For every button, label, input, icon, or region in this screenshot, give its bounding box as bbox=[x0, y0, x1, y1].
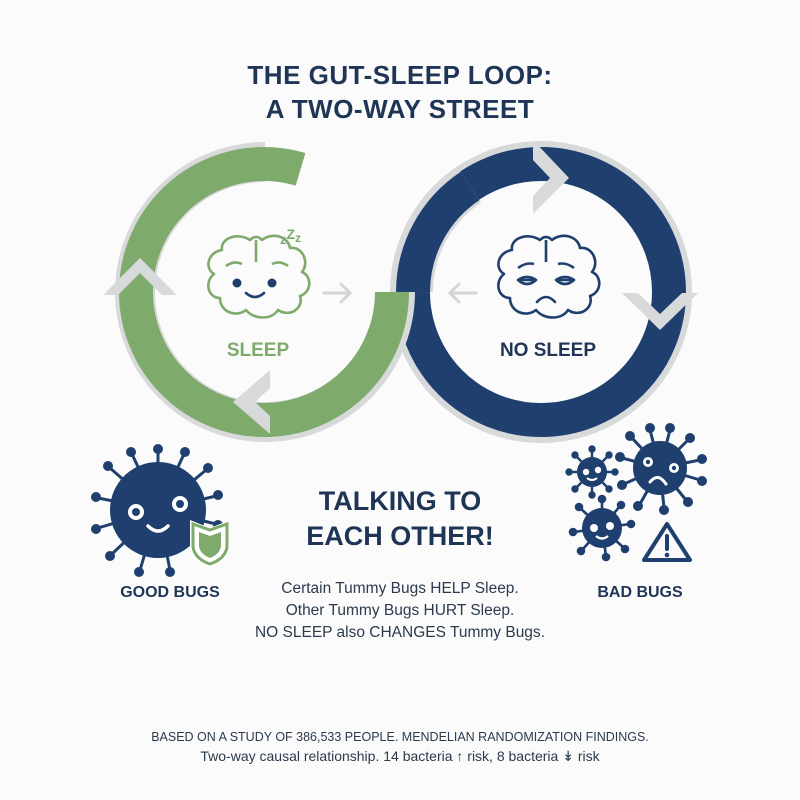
shield-icon bbox=[190, 520, 230, 568]
sleep-label: SLEEP bbox=[226, 340, 290, 361]
microbes-with-warning-icon bbox=[565, 423, 707, 562]
no-sleep-label: NO SLEEP bbox=[499, 340, 597, 361]
bad-bugs-label: BAD BUGS bbox=[597, 584, 683, 601]
arrow-right-icon bbox=[322, 282, 353, 304]
center-body: Certain Tummy Bugs HELP Sleep. Other Tum… bbox=[220, 578, 580, 644]
medium-microbe-icon bbox=[568, 494, 636, 562]
center-heading-line-2: EACH OTHER! bbox=[306, 521, 494, 551]
ring-overlap bbox=[396, 171, 480, 293]
body-line-hurt: Other Tummy Bugs HURT Sleep. bbox=[285, 602, 515, 619]
arrow-left-chevron-icon bbox=[233, 370, 270, 434]
smiling-microbe-with-shield-icon bbox=[91, 444, 230, 577]
happy-sleeping-brain-icon bbox=[207, 234, 311, 319]
arrow-up-chevron-icon bbox=[103, 258, 177, 295]
zzz-icon: zZz bbox=[280, 226, 301, 247]
warning-triangle-icon bbox=[642, 522, 692, 562]
footer-line-2: Two-way causal relationship. 14 bacteria… bbox=[200, 748, 600, 764]
arrow-right-chevron-icon bbox=[533, 140, 569, 214]
footer-line-1: BASED ON A STUDY OF 386,533 PEOPLE. MEND… bbox=[151, 730, 649, 744]
center-heading: TALKING TO EACH OTHER! bbox=[240, 484, 560, 554]
title-line-2: A TWO-WAY STREET bbox=[265, 94, 535, 124]
small-microbe-icon bbox=[565, 445, 619, 499]
body-line-changes: NO SLEEP also CHANGES Tummy Bugs. bbox=[254, 624, 545, 641]
title-line-1: THE GUT-SLEEP LOOP: bbox=[247, 60, 553, 90]
footer-source-note: BASED ON A STUDY OF 386,533 PEOPLE. MEND… bbox=[0, 728, 800, 766]
angry-microbe-icon bbox=[615, 423, 707, 515]
good-bugs-label: GOOD BUGS bbox=[120, 584, 220, 601]
arrow-down-chevron-icon bbox=[622, 293, 698, 330]
body-line-help: Certain Tummy Bugs HELP Sleep. bbox=[281, 580, 519, 597]
tired-sad-brain-icon bbox=[497, 234, 601, 319]
center-heading-line-1: TALKING TO bbox=[318, 486, 482, 516]
page-title: THE GUT-SLEEP LOOP: A TWO-WAY STREET bbox=[0, 58, 800, 126]
arrow-left-icon bbox=[447, 282, 478, 304]
